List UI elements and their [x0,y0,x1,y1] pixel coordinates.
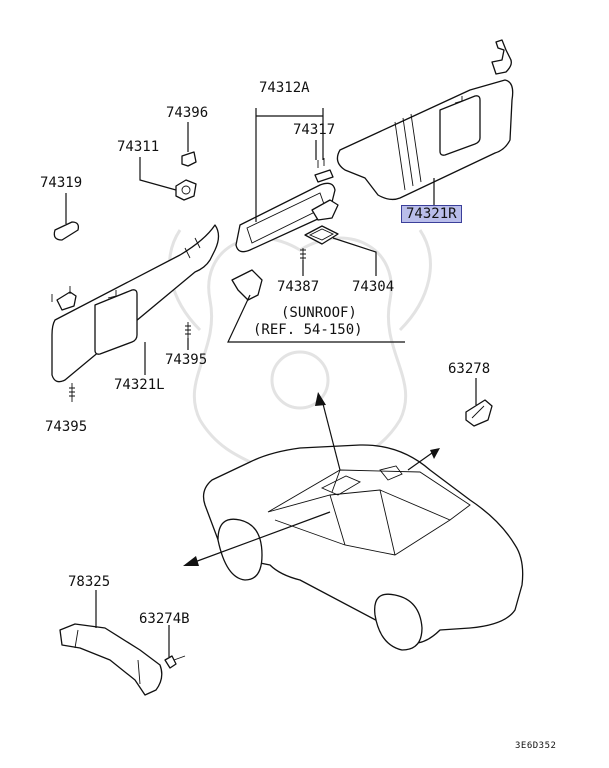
clip-74396 [181,151,197,167]
label-74312A: 74312A [259,80,310,96]
label-63274B: 63274B [139,611,190,627]
diagram-code: 3E6D352 [515,741,557,751]
holder-74311 [175,179,197,201]
sunroof-bracket [231,269,263,301]
label-74304: 74304 [352,279,395,295]
screw-63274B [164,655,186,669]
pointer-arrows [183,392,440,566]
car-body [202,444,524,651]
label-74387: 74387 [277,279,320,295]
label-63278: 63278 [448,361,491,377]
label-74396: 74396 [166,105,209,121]
label-74311: 74311 [117,139,160,155]
label-sunroof: (SUNROOF) [281,305,357,321]
grab-handle [59,623,163,696]
cap-74319 [53,221,80,241]
label-74319: 74319 [40,175,83,191]
sun-visor-right [336,39,514,201]
label-74395-upper: 74395 [165,352,208,368]
screw-74395-upper [185,322,191,338]
label-ref: (REF. 54-150) [253,322,363,338]
leader-lines [65,108,477,657]
sun-visor-left [51,224,220,383]
clip-63278 [465,399,493,427]
screw-74395-lower [69,383,75,402]
label-74321L: 74321L [114,377,165,393]
rear-view-mirror [235,158,339,260]
label-74321R[interactable]: 74321R [401,205,462,223]
label-74317: 74317 [293,122,336,138]
label-74395-lower: 74395 [45,419,88,435]
label-78325: 78325 [68,574,111,590]
